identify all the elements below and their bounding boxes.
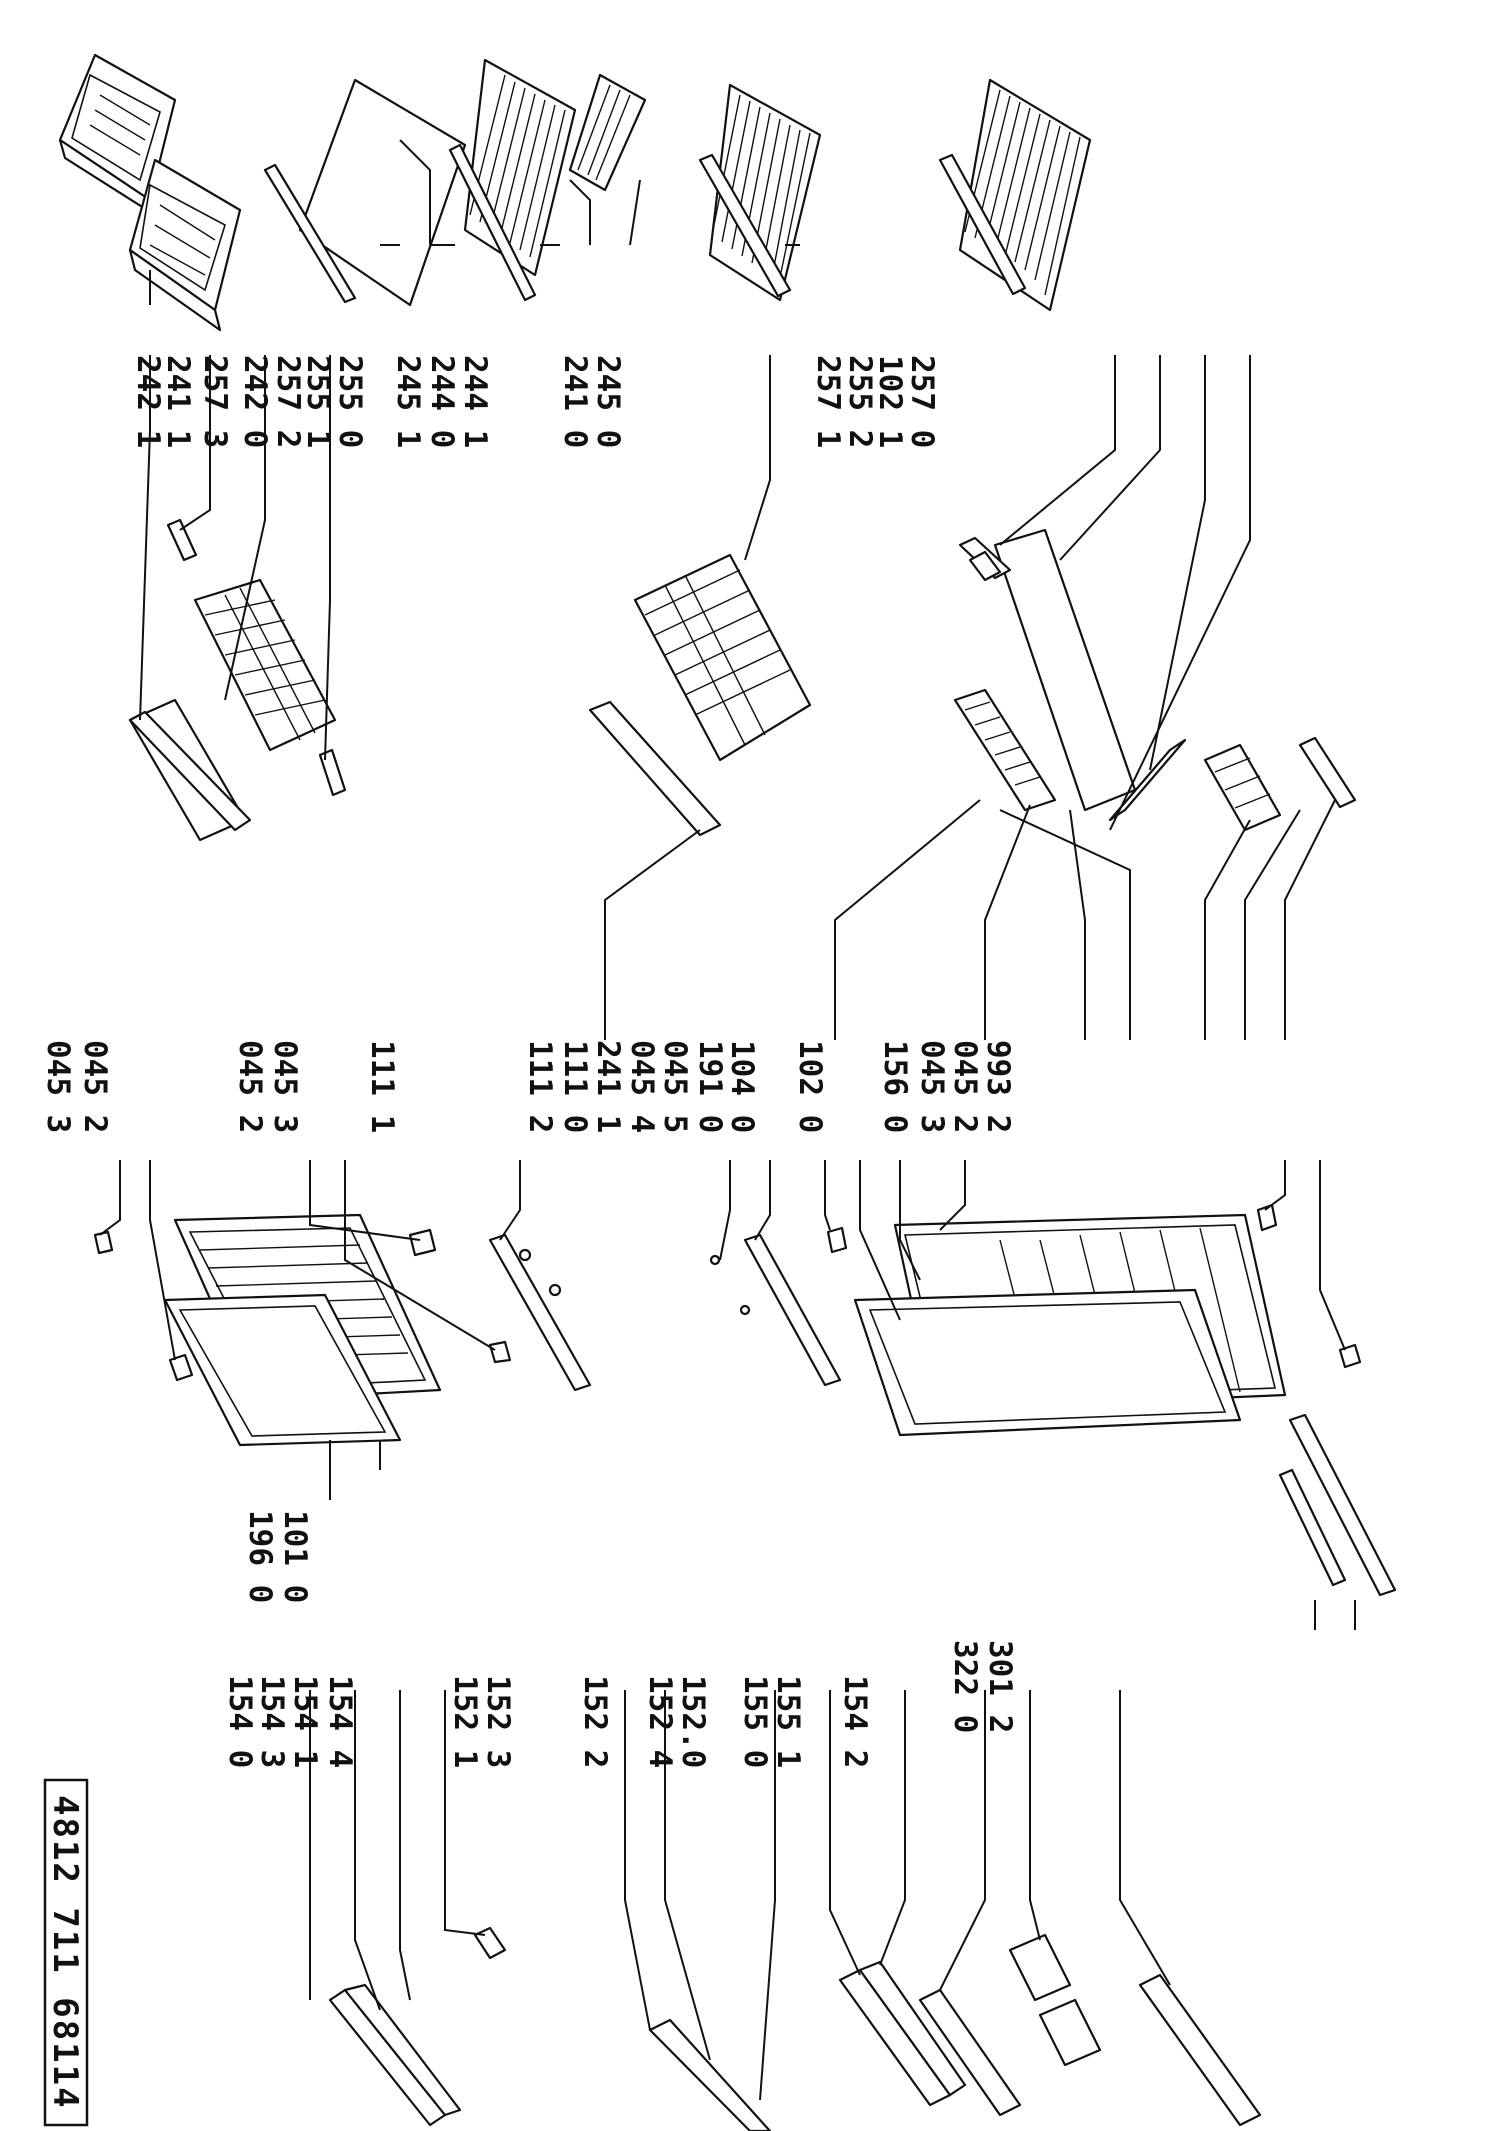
wire-shelf-244-1 (568, 73, 647, 192)
front-strip-102-0 (953, 688, 1057, 812)
hinge-045-2-a (488, 1340, 512, 1364)
label-111-2: 111 2 (522, 1040, 558, 1133)
label-045-3-b: 045 3 (267, 1040, 303, 1133)
label-257-1: 257 1 (810, 355, 846, 448)
label-245-0: 245 0 (590, 355, 626, 448)
label-152-4: 152 4 (642, 1675, 678, 1768)
label-155-0: 155 0 (737, 1675, 773, 1768)
wire-shelf-244 (463, 58, 577, 277)
freezer-box-lower (128, 158, 242, 332)
shelf-trim-245 (698, 153, 792, 298)
label-111-0: 111 0 (557, 1040, 593, 1133)
label-241-1-b: 241 1 (590, 1040, 626, 1133)
basket-front-241-1b (588, 700, 722, 837)
label-045-2-b: 045 2 (232, 1040, 268, 1133)
label-255-2: 255 2 (842, 355, 878, 448)
door-bin-154-0 (328, 1983, 462, 2127)
label-257-2: 257 2 (270, 355, 306, 448)
label-244-0: 244 0 (424, 355, 460, 448)
hinge-045-2-b (168, 1353, 194, 1382)
reference-box: 4812 711 68114 (43, 1778, 89, 2127)
label-154-0: 154 0 (222, 1675, 258, 1768)
door-bin-152-1 (648, 2018, 772, 2131)
label-191-0: 191 0 (692, 1040, 728, 1133)
label-322-0: 322 0 (947, 1640, 983, 1733)
wire-basket-241 (633, 553, 812, 762)
trim-257-3 (166, 518, 198, 562)
label-196-0: 196 0 (242, 1510, 278, 1603)
handle-111-0 (709, 1233, 842, 1387)
ice-tray-156 (1203, 743, 1282, 832)
strip-301-2 (1288, 1413, 1397, 1597)
wire-shelf-top-right (958, 78, 1092, 312)
label-152-2: 152 2 (577, 1675, 613, 1768)
label-155-1: 155 1 (770, 1675, 806, 1768)
label-045-3-a: 045 3 (40, 1040, 76, 1133)
label-045-5: 045 5 (657, 1040, 693, 1133)
label-301-2: 301 2 (982, 1640, 1018, 1733)
door-bin-154-2 (1138, 1973, 1262, 2127)
label-154-3: 154 3 (254, 1675, 290, 1768)
hinge-045-3-a (408, 1228, 437, 1257)
label-241-0: 241 0 (557, 355, 593, 448)
label-257-0: 257 0 (904, 355, 940, 448)
label-154-1: 154 1 (287, 1675, 323, 1768)
shelf-trim-257 (263, 163, 357, 304)
hinge-045-3-c (1256, 1203, 1278, 1232)
label-104-0: 104 0 (724, 1040, 760, 1133)
label-241-1: 241 1 (160, 355, 196, 448)
label-242-1: 242 1 (130, 355, 166, 448)
shelf-front-102-1 (1108, 738, 1187, 822)
label-244-1: 244 1 (457, 355, 493, 448)
door-gasket-191 (853, 1288, 1242, 1437)
door-gasket-196 (163, 1293, 402, 1447)
trim-257-2 (318, 748, 347, 797)
label-101-0: 101 0 (277, 1510, 313, 1603)
strip-322-0 (1278, 1468, 1347, 1587)
label-102-1: 102 1 (872, 355, 908, 448)
egg-tray-155-1 (1008, 1933, 1102, 2067)
label-154-2: 154 2 (837, 1675, 873, 1768)
label-111-1: 111 1 (364, 1040, 400, 1133)
label-156-0: 156 0 (877, 1040, 913, 1133)
hinge-045-4 (826, 1226, 848, 1254)
door-bin-155-0 (918, 1988, 1022, 2117)
leader-lines (99, 139, 1356, 2101)
label-255-1: 255 1 (300, 355, 336, 448)
freezer-box-upper (58, 53, 177, 217)
label-102-0: 102 0 (792, 1040, 828, 1133)
handle-111-1 (488, 1233, 592, 1392)
trim-257-1 (958, 536, 1012, 582)
label-154-4: 154 4 (322, 1675, 358, 1768)
label-152-0: 152.0 (675, 1675, 711, 1768)
shelf-trim-245-1 (448, 143, 537, 302)
shelf-trim-top-right (938, 153, 1027, 296)
glass-shelf-255 (298, 78, 467, 307)
hinge-045-3-b (93, 1230, 114, 1255)
label-045-4: 045 4 (624, 1040, 660, 1133)
trim-993-2 (1298, 736, 1357, 809)
door-bin-154-4 (473, 1926, 507, 1960)
label-045-2-a: 045 2 (77, 1040, 113, 1133)
label-993-2: 993 2 (980, 1040, 1016, 1133)
label-045-3-c: 045 3 (914, 1040, 950, 1133)
label-255-0: 255 0 (332, 355, 368, 448)
hinge-045-2-c (1338, 1343, 1362, 1369)
part-labels: 242 1 241 1 257 3 242 0 257 2 255 1 255 … (40, 355, 1018, 1768)
label-152-1: 152 1 (447, 1675, 483, 1768)
label-242-0: 242 0 (237, 355, 273, 448)
door-bin-152-4 (838, 1960, 967, 2107)
label-245-1: 245 1 (390, 355, 426, 448)
label-257-3: 257 3 (197, 355, 233, 448)
label-152-3: 152 3 (480, 1675, 516, 1768)
label-045-2-c: 045 2 (947, 1040, 983, 1133)
reference-number: 4812 711 68114 (45, 1795, 85, 2110)
